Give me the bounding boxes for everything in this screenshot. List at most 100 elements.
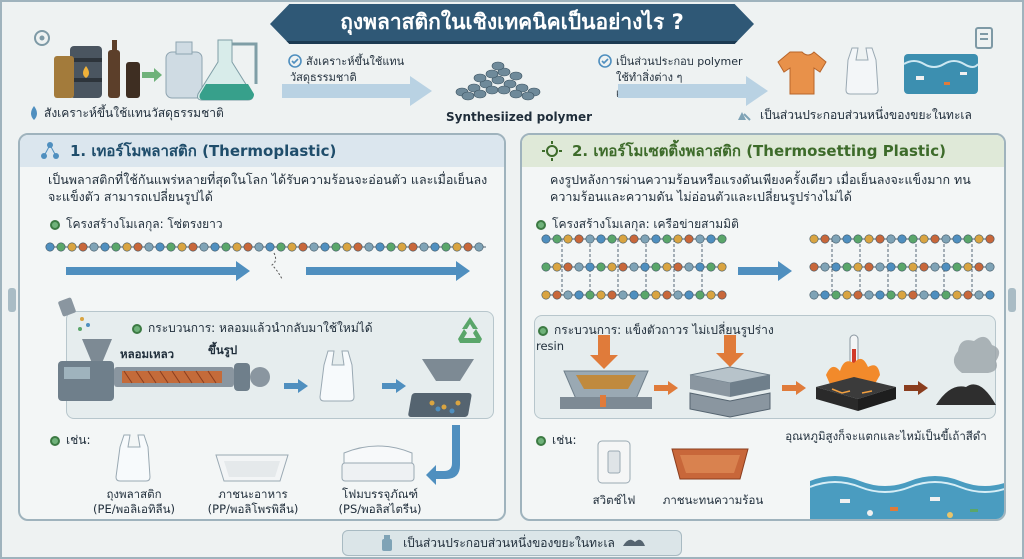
monomer-bead bbox=[419, 242, 429, 252]
monomer-bead bbox=[221, 242, 231, 252]
water-drop-icon bbox=[31, 106, 37, 120]
monomer-bead bbox=[974, 234, 984, 244]
monomer-bead bbox=[684, 262, 694, 272]
monomer-bead bbox=[45, 242, 55, 252]
process-label: กระบวนการ: หลอมแล้วนำกลับมาใช้ใหม่ได้ bbox=[148, 321, 373, 335]
foam-box-icon bbox=[341, 445, 415, 482]
thermoplastic-header: 1. เทอร์โมพลาสติก (Thermoplastic) bbox=[20, 135, 504, 167]
monomer-bead bbox=[717, 290, 727, 300]
monomer-bead bbox=[875, 262, 885, 272]
thermoplastic-structure: โครงสร้างโมเลกุล: โซ่ตรงยาว bbox=[50, 215, 223, 234]
big-arrow-icon bbox=[282, 76, 432, 106]
molecule-icon bbox=[41, 142, 59, 159]
monomer-bead bbox=[897, 290, 907, 300]
monomer-bead bbox=[820, 290, 830, 300]
monomer-bead bbox=[78, 242, 88, 252]
arrow-right-icon bbox=[382, 379, 406, 393]
plastic-bag-icon bbox=[845, 47, 879, 95]
monomer-bead bbox=[607, 234, 617, 244]
monomer-bead bbox=[552, 290, 562, 300]
monomer-bead bbox=[864, 234, 874, 244]
monomer-bead bbox=[963, 290, 973, 300]
document-icon bbox=[975, 27, 993, 49]
monomer-bead bbox=[342, 242, 352, 252]
monomer-bead bbox=[695, 234, 705, 244]
bullet-icon bbox=[536, 435, 546, 446]
monomer-bead bbox=[552, 234, 562, 244]
thermosetting-structure: โครงสร้างโมเลกุล: เครือข่ายสามมิติ bbox=[536, 215, 739, 234]
structure-label: โครงสร้างโมเลกุล: โซ่ตรงยาว bbox=[66, 217, 223, 231]
monomer-bead bbox=[875, 290, 885, 300]
monomer-bead bbox=[706, 290, 716, 300]
monomer-bead bbox=[144, 242, 154, 252]
thermosetting-process: กระบวนการ: แข็งตัวถาวร ไม่เปลี่ยนรูปร่าง bbox=[538, 321, 774, 340]
tshirt-icon bbox=[777, 51, 827, 95]
mold-label: ขึ้นรูป bbox=[208, 343, 238, 357]
monomer-bead bbox=[563, 262, 573, 272]
monomer-bead bbox=[842, 262, 852, 272]
monomer-bead bbox=[133, 242, 143, 252]
recycle-icon bbox=[458, 317, 482, 343]
bullet-icon bbox=[132, 323, 142, 334]
monomer-bead bbox=[629, 262, 639, 272]
step2-line1: เป็นส่วนประกอบ polymer bbox=[616, 55, 743, 68]
monomer-bead bbox=[684, 234, 694, 244]
monomer-bead bbox=[952, 290, 962, 300]
example-bag: ถุงพลาสติก(PE/พอลิเอทิลีน) bbox=[93, 487, 175, 516]
monomer-bead bbox=[820, 262, 830, 272]
frame-knob-icon bbox=[1008, 288, 1016, 312]
monomer-bead bbox=[897, 234, 907, 244]
monomer-bead bbox=[985, 234, 995, 244]
melt-label: หลอมเหลว bbox=[120, 347, 175, 361]
monomer-bead bbox=[831, 262, 841, 272]
page-title: ถุงพลาสติกในเชิงเทคนิคเป็นอย่างไร ? bbox=[270, 4, 754, 44]
sun-gear-icon bbox=[542, 141, 562, 161]
monomer-bead bbox=[618, 262, 628, 272]
raw-material-caption: สังเคราะห์ขึ้นใช้แทนวัสดุธรรมชาติ bbox=[44, 106, 224, 120]
lab-flask-icon bbox=[165, 39, 258, 101]
thermosetting-desc: คงรูปหลังการผ่านความร้อนหรือแรงดันเพียงค… bbox=[550, 172, 971, 204]
monomer-bead bbox=[908, 234, 918, 244]
monomer-bead bbox=[618, 290, 628, 300]
monomer-bead bbox=[930, 290, 940, 300]
monomer-bead bbox=[717, 262, 727, 272]
monomer-bead bbox=[886, 234, 896, 244]
monomer-bead bbox=[298, 242, 308, 252]
monomer-bead bbox=[717, 234, 727, 244]
monomer-bead bbox=[574, 290, 584, 300]
monomer-bead bbox=[831, 290, 841, 300]
ocean-debris-illustration bbox=[809, 476, 1004, 519]
thermoplastic-panel: 1. เทอร์โมพลาสติก (Thermoplastic) เป็นพล… bbox=[18, 133, 506, 521]
monomer-bead bbox=[265, 242, 275, 252]
monomer-bead bbox=[199, 242, 209, 252]
monomer-bead bbox=[706, 262, 716, 272]
monomer-bead bbox=[243, 242, 253, 252]
monomer-bead bbox=[563, 234, 573, 244]
monomer-bead bbox=[662, 234, 672, 244]
monomer-bead bbox=[430, 242, 440, 252]
monomer-bead bbox=[908, 262, 918, 272]
monomer-bead bbox=[375, 242, 385, 252]
bullet-icon bbox=[538, 325, 548, 336]
footer-bar: เป็นส่วนประกอบส่วนหนึ่งของขยะในทะเล bbox=[342, 530, 682, 556]
footer-text: เป็นส่วนประกอบส่วนหนึ่งของขยะในทะเล bbox=[403, 535, 615, 550]
bullet-icon bbox=[50, 219, 60, 230]
monomer-bead bbox=[441, 242, 451, 252]
thermoplastic-examples-label: เช่น: bbox=[50, 431, 91, 450]
monomer-bead bbox=[897, 262, 907, 272]
monomer-bead bbox=[607, 262, 617, 272]
food-container-icon bbox=[215, 454, 289, 482]
monomer-bead bbox=[952, 234, 962, 244]
monomer-bead bbox=[809, 262, 819, 272]
recycle-small-icon bbox=[738, 112, 751, 121]
burning-block-icon bbox=[816, 334, 896, 411]
products-caption: เป็นส่วนประกอบส่วนหนึ่งของขยะในทะเล bbox=[760, 108, 972, 122]
monomer-bead bbox=[596, 234, 606, 244]
example-foam-box: โฟมบรรจุภัณฑ์(PS/พอลิสไตรีน) bbox=[338, 487, 422, 516]
monomer-bead bbox=[919, 262, 929, 272]
monomer-bead bbox=[607, 290, 617, 300]
network-diagram bbox=[541, 234, 995, 300]
monomer-bead bbox=[941, 262, 951, 272]
monomer-bead bbox=[853, 262, 863, 272]
extruder-machine-icon bbox=[58, 297, 270, 401]
